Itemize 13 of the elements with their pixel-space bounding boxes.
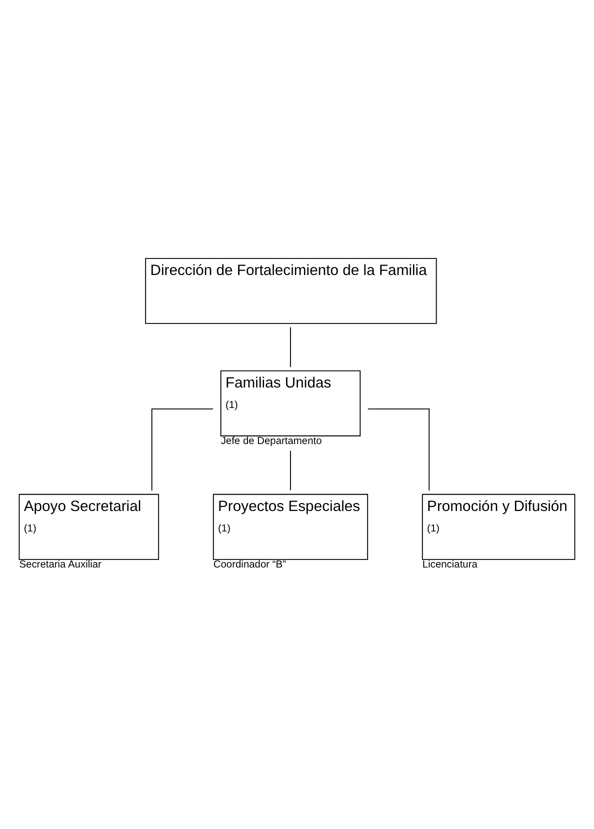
node-box: Proyectos Especiales (1) (212, 494, 368, 560)
node-label: Coordinador “B” (213, 560, 286, 571)
connector (290, 326, 291, 368)
connector (151, 408, 214, 492)
node-label: Licenciatura (422, 560, 478, 571)
node-box: Apoyo Secretarial (1) (18, 494, 160, 560)
node-box: Promoción y Difusión (1) (422, 494, 576, 560)
node-label: Jefe de Departamento (220, 436, 322, 448)
node-label: Secretaria Auxiliar (19, 560, 102, 571)
connector (290, 450, 291, 491)
node-box: Dirección de Fortalecimiento de la Familia (145, 258, 437, 324)
node-box: Familias Unidas (1) (220, 370, 361, 436)
connector (367, 408, 430, 492)
